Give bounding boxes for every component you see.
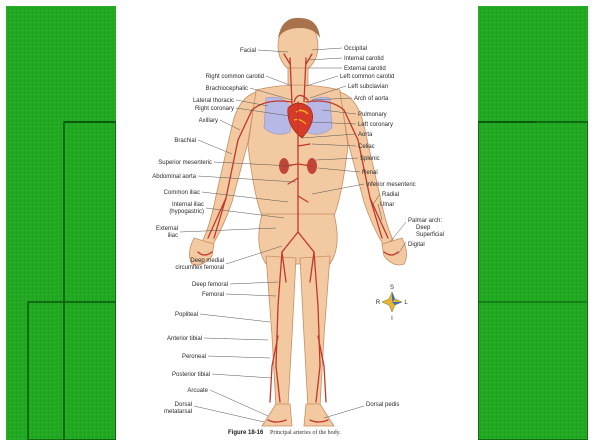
label-iliac: iliac	[168, 233, 178, 239]
label-femoral: Femoral	[202, 292, 224, 298]
label-brachiocephalic: Brachiocephalic	[206, 86, 248, 92]
label-pulmonary: Pulmonary	[358, 112, 387, 118]
label-left-common-carotid: Left common carotid	[340, 74, 394, 80]
label-celiac: Celiac	[358, 144, 375, 150]
label-arcuate: Arcuate	[187, 388, 208, 394]
label-occipital: Occipital	[344, 46, 367, 52]
label-aorta: Aorta	[358, 132, 373, 138]
label-radial: Radial	[382, 192, 399, 198]
label-deep-medial: Deep medial	[190, 258, 224, 264]
label-external-carotid: External carotid	[344, 66, 386, 72]
label-right-common-carotid: Right common carotid	[206, 74, 264, 80]
label-ulnar: Ulnar	[380, 202, 394, 208]
label-inferior-mesenteric: Inferior mesenteric	[366, 182, 416, 188]
label-lateral-thoracic: Lateral thoracic	[193, 98, 234, 104]
label-right-coronary: Right coronary	[195, 106, 234, 112]
label-abdominal-aorta: Abdominal aorta	[152, 174, 196, 180]
arterial-system-illustration: Facial Right common carotid Brachiocepha…	[116, 6, 478, 440]
caption-figure-number: Figure 18-16	[228, 430, 264, 436]
label-superficial: Superficial	[416, 232, 444, 238]
label-posterior-tibial: Posterior tibial	[172, 372, 210, 378]
label-hypogastric: (hypogastric)	[169, 209, 204, 215]
label-deep: Deep	[416, 225, 431, 231]
label-left-subclavian: Left subclavian	[348, 84, 388, 90]
label-renal: Renal	[362, 170, 378, 176]
orientation-compass: S I R L	[376, 285, 409, 322]
slide: Facial Right common carotid Brachiocepha…	[6, 6, 588, 440]
label-superior-mesenteric: Superior mesenteric	[158, 160, 212, 166]
label-anterior-tibial: Anterior tibial	[167, 336, 202, 342]
label-axillary: Axillary	[199, 118, 218, 124]
figure-caption: Figure 18-16 Principal arteries of the b…	[228, 429, 341, 436]
label-common-iliac: Common iliac	[164, 190, 200, 196]
labels-right: Occipital Internal carotid External caro…	[340, 46, 444, 408]
label-dorsal: Dorsal	[175, 402, 192, 408]
compass-left-label: L	[404, 300, 408, 306]
label-internal-carotid: Internal carotid	[344, 56, 384, 62]
label-facial: Facial	[240, 48, 256, 54]
label-palmar-arch: Palmar arch:	[408, 218, 442, 224]
label-arch-of-aorta: Arch of aorta	[354, 96, 389, 102]
label-popliteal: Popliteal	[175, 312, 198, 318]
caption-text: Principal arteries of the body.	[270, 429, 341, 436]
anatomy-figure-panel: Facial Right common carotid Brachiocepha…	[116, 6, 478, 440]
label-left-coronary: Left coronary	[358, 122, 393, 128]
compass-inferior-label: I	[391, 316, 393, 322]
label-metatarsal: metatarsal	[164, 409, 192, 415]
label-dorsal-pedis: Dorsal pedis	[366, 402, 399, 408]
compass-right-label: R	[376, 300, 381, 306]
compass-superior-label: S	[390, 285, 394, 291]
label-digital: Digital	[408, 242, 425, 248]
label-peroneal: Peroneal	[182, 354, 206, 360]
label-internal-iliac: Internal iliac	[172, 202, 204, 208]
label-external: External	[156, 226, 178, 232]
label-brachial: Brachial	[174, 138, 196, 144]
label-deep-femoral: Deep femoral	[192, 282, 228, 288]
label-splenic: Splenic	[360, 156, 380, 162]
label-circumflex-femoral: circumflex femoral	[175, 265, 224, 271]
